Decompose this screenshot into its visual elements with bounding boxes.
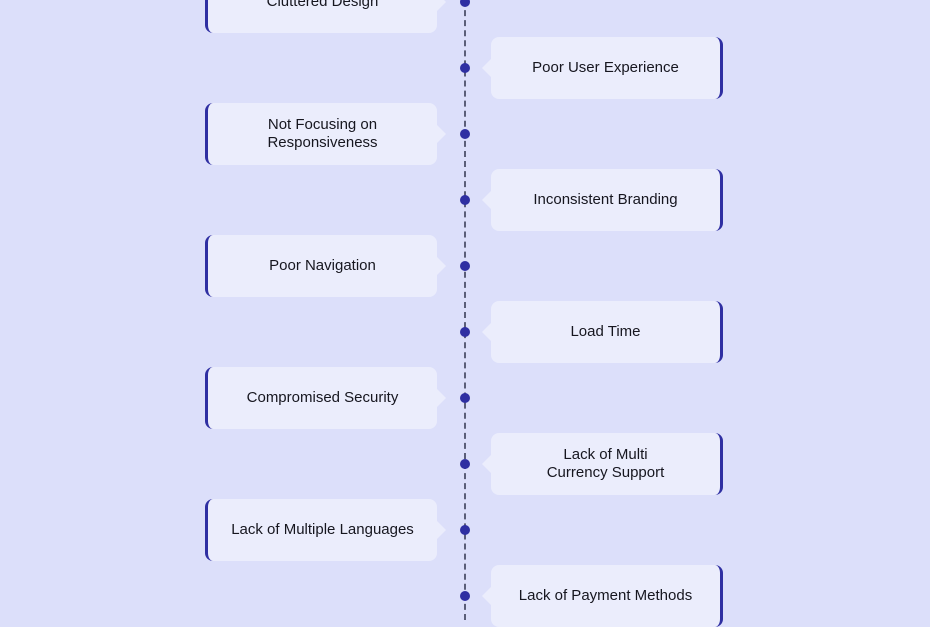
timeline-card: Not Focusing on Responsiveness (205, 103, 446, 165)
timeline-card-label: Not Focusing on Responsiveness (267, 116, 378, 151)
timeline-dot (460, 261, 470, 271)
timeline-card-label: Compromised Security (246, 389, 399, 406)
timeline-card: Compromised Security (205, 367, 446, 429)
timeline-card: Poor User Experience (482, 37, 723, 99)
timeline-card-label: Lack of Multiple Languages (231, 521, 414, 538)
timeline-dot (460, 327, 470, 337)
timeline-dot (460, 393, 470, 403)
timeline-dot (460, 459, 470, 469)
timeline-card: Lack of Payment Methods (482, 565, 723, 627)
timeline-card-label: Load Time (570, 323, 641, 340)
timeline-dot (460, 195, 470, 205)
timeline-card: Poor Navigation (205, 235, 446, 297)
timeline-dashed-line (464, 0, 466, 620)
timeline-card: Lack of Multi Currency Support (482, 433, 723, 495)
timeline-dot (460, 591, 470, 601)
timeline-dot (460, 129, 470, 139)
timeline-card-label: Poor Navigation (269, 257, 376, 274)
timeline-dot (460, 0, 470, 7)
timeline-dot (460, 525, 470, 535)
timeline-card-label: Lack of Payment Methods (518, 587, 693, 604)
timeline-card: Cluttered Design (205, 0, 446, 33)
timeline-dot (460, 63, 470, 73)
timeline-card: Lack of Multiple Languages (205, 499, 446, 561)
timeline-card-label: Poor User Experience (532, 59, 679, 76)
timeline-card-label: Lack of Multi Currency Support (546, 446, 665, 481)
timeline-card: Inconsistent Branding (482, 169, 723, 231)
timeline-card-label: Cluttered Design (266, 0, 379, 10)
timeline-card: Load Time (482, 301, 723, 363)
timeline-card-label: Inconsistent Branding (533, 191, 678, 208)
